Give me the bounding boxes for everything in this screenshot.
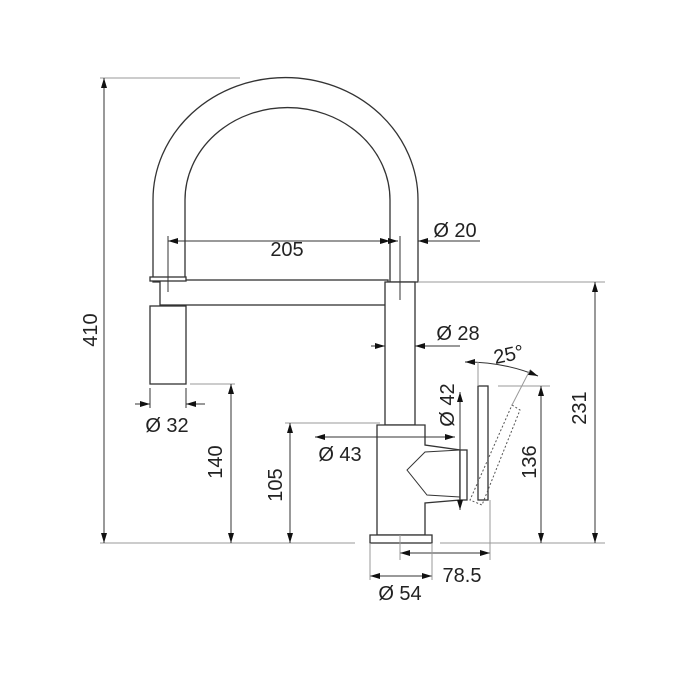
label-205: 205	[270, 239, 303, 261]
label-105: 105	[265, 468, 287, 501]
label-dia-32: Ø 32	[145, 415, 188, 437]
lever	[477, 385, 489, 501]
label-dia-20: Ø 20	[433, 220, 476, 242]
label-410: 410	[80, 313, 102, 346]
spray-head	[149, 305, 187, 385]
label-dia-54: Ø 54	[378, 583, 421, 605]
faucet-outline	[149, 76, 521, 544]
label-140: 140	[205, 445, 227, 478]
label-231: 231	[569, 391, 591, 424]
label-136: 136	[519, 445, 541, 478]
label-dia-43: Ø 43	[318, 444, 361, 466]
label-25-deg: 25°	[492, 341, 526, 369]
dimension-labels: 410 205 Ø 20 Ø 28 Ø 32 140 105 Ø 43 Ø 42…	[80, 220, 591, 605]
label-dia-28: Ø 28	[436, 323, 479, 345]
label-dia-42: Ø 42	[437, 383, 459, 426]
dimension-lines	[100, 77, 605, 580]
label-78-5: 78.5	[443, 565, 482, 587]
